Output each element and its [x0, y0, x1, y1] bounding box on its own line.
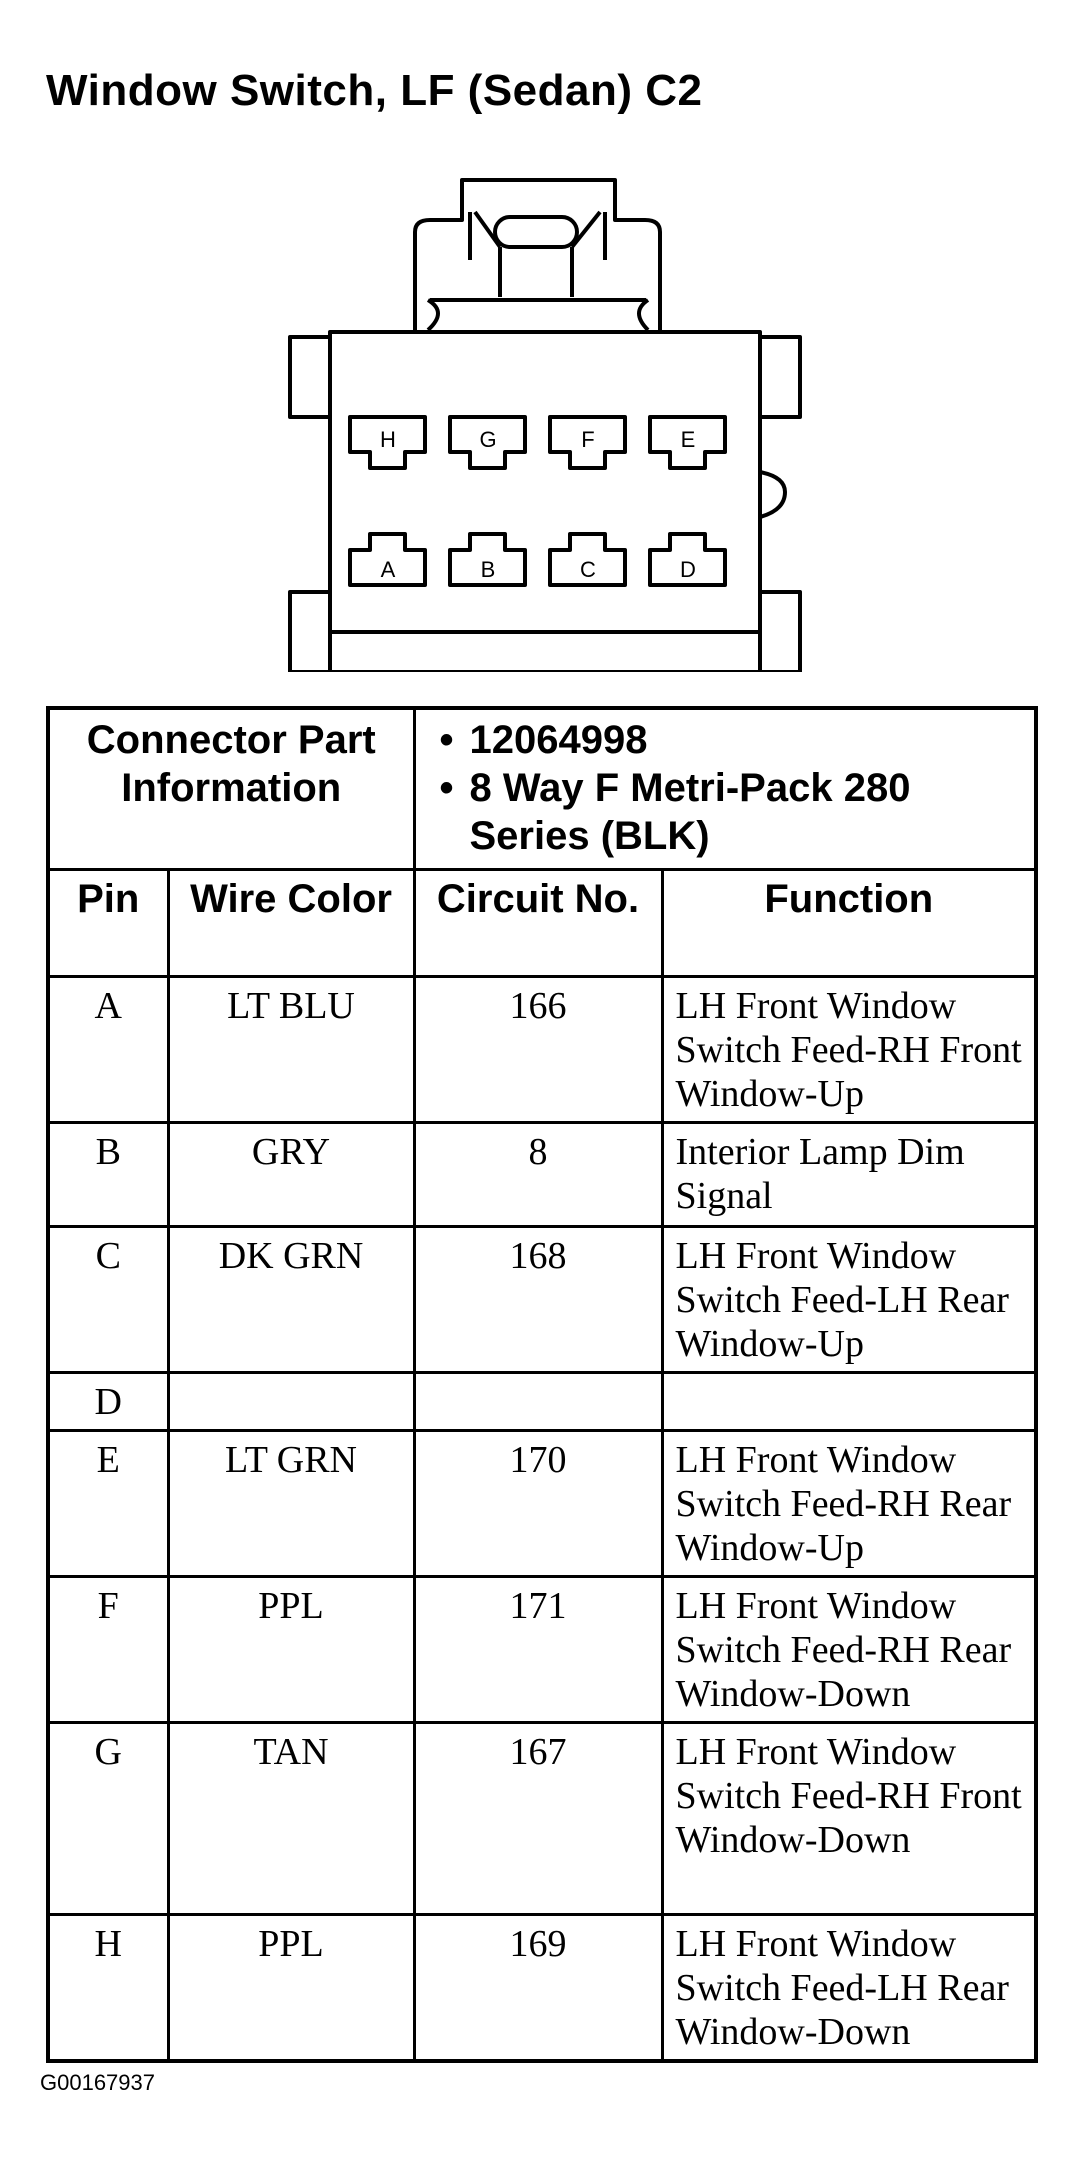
- connector-info-label: Connector Part Information: [46, 706, 416, 871]
- wire-color-cell: LT GRN: [166, 1429, 416, 1578]
- wire-color-cell: PPL: [166, 1913, 416, 2062]
- cavity-b: [448, 532, 527, 587]
- right-ear-bottom: [758, 590, 802, 672]
- circuit-cell: 171: [412, 1575, 664, 1724]
- left-ear-top: [288, 335, 332, 419]
- cavity-d: [648, 532, 727, 587]
- pin-cell: B: [46, 1121, 170, 1228]
- cavity-label-g: G: [479, 427, 496, 452]
- connector-pinout-table: Connector Part Information •12064998 •8 …: [46, 706, 1039, 2063]
- connector-info-row: Connector Part Information •12064998 •8 …: [46, 706, 1038, 871]
- latch-slot: [493, 215, 579, 249]
- pin-cell: G: [46, 1721, 170, 1916]
- table-row: G TAN 167 LH Front Window Switch Feed-RH…: [46, 1721, 1038, 1916]
- pin-cell: H: [46, 1913, 170, 2062]
- table-row: H PPL 169 LH Front Window Switch Feed-LH…: [46, 1913, 1038, 2062]
- part-number: •12064998: [439, 718, 648, 762]
- right-ear-top: [758, 335, 802, 419]
- table-row: E LT GRN 170 LH Front Window Switch Feed…: [46, 1429, 1038, 1578]
- function-cell: LH Front Window Switch Feed-LH Rear Wind…: [660, 1225, 1038, 1374]
- header-wire-color: Wire Color: [166, 868, 416, 978]
- cavity-e: [648, 415, 727, 470]
- cavity-label-a: A: [381, 557, 396, 582]
- wire-color-cell: PPL: [166, 1575, 416, 1724]
- connector-description: •8 Way F Metri-Pack 280 Series (BLK): [439, 766, 911, 858]
- cavity-label-e: E: [681, 427, 696, 452]
- function-cell: Interior Lamp Dim Signal: [660, 1121, 1038, 1228]
- pin-cell: C: [46, 1225, 170, 1374]
- cavity-label-f: F: [581, 427, 594, 452]
- circuit-cell: 8: [412, 1121, 664, 1228]
- pin-cell: F: [46, 1575, 170, 1724]
- wire-color-cell: [166, 1371, 416, 1432]
- wire-color-cell: DK GRN: [166, 1225, 416, 1374]
- table-row: F PPL 171 LH Front Window Switch Feed-RH…: [46, 1575, 1038, 1724]
- wire-color-cell: TAN: [166, 1721, 416, 1916]
- function-cell: [660, 1371, 1038, 1432]
- pin-cell: A: [46, 975, 170, 1124]
- header-function: Function: [660, 868, 1038, 978]
- connector-info-list: •12064998 •8 Way F Metri-Pack 280 Series…: [412, 706, 1038, 871]
- page-title: Window Switch, LF (Sedan) C2: [46, 66, 703, 115]
- header-row: Pin Wire Color Circuit No. Function: [46, 868, 1038, 978]
- circuit-cell: [412, 1371, 664, 1432]
- wire-color-cell: LT BLU: [166, 975, 416, 1124]
- header-pin: Pin: [46, 868, 170, 978]
- circuit-cell: 167: [412, 1721, 664, 1916]
- table-row: A LT BLU 166 LH Front Window Switch Feed…: [46, 975, 1038, 1124]
- cavity-f: [548, 415, 627, 470]
- cavity-g: [448, 415, 527, 470]
- pin-cell: E: [46, 1429, 170, 1578]
- cavity-c: [548, 532, 627, 587]
- function-cell: LH Front Window Switch Feed-RH Front Win…: [660, 975, 1038, 1124]
- cavity-h: [348, 415, 427, 470]
- connector-face-diagram: H G F E A B C D: [288, 178, 802, 672]
- figure-id: G00167937: [40, 2070, 155, 2095]
- latch-housing: [413, 178, 662, 332]
- table-row: C DK GRN 168 LH Front Window Switch Feed…: [46, 1225, 1038, 1374]
- function-cell: LH Front Window Switch Feed-RH Rear Wind…: [660, 1575, 1038, 1724]
- circuit-cell: 170: [412, 1429, 664, 1578]
- cavity-a: [348, 532, 427, 587]
- table-row: D: [46, 1371, 1038, 1432]
- circuit-cell: 169: [412, 1913, 664, 2062]
- left-ear-bottom: [288, 590, 332, 672]
- function-cell: LH Front Window Switch Feed-LH Rear Wind…: [660, 1913, 1038, 2062]
- cavity-label-c: C: [580, 557, 596, 582]
- function-cell: LH Front Window Switch Feed-RH Front Win…: [660, 1721, 1038, 1916]
- cavity-label-h: H: [380, 427, 396, 452]
- function-cell: LH Front Window Switch Feed-RH Rear Wind…: [660, 1429, 1038, 1578]
- circuit-cell: 166: [412, 975, 664, 1124]
- cavity-label-b: B: [481, 557, 496, 582]
- wire-color-cell: GRY: [166, 1121, 416, 1228]
- header-circuit-no: Circuit No.: [412, 868, 664, 978]
- table-row: B GRY 8 Interior Lamp Dim Signal: [46, 1121, 1038, 1228]
- circuit-cell: 168: [412, 1225, 664, 1374]
- pin-cell: D: [46, 1371, 170, 1432]
- cavity-label-d: D: [680, 557, 696, 582]
